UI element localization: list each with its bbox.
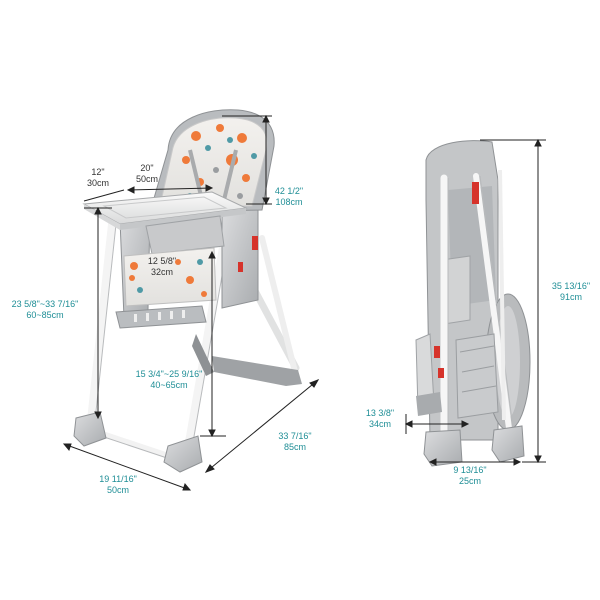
- label-seat-width: 20" 50cm: [125, 163, 169, 185]
- label-seat-width-in: 20": [140, 163, 154, 173]
- label-back-depth-in: 12": [91, 167, 105, 177]
- label-folded-width-cm: 25cm: [458, 476, 481, 486]
- label-width: 19 11/16" 50cm: [88, 474, 148, 496]
- label-depth-in: 33 7/16": [278, 431, 312, 441]
- dim-line-back-depth: [83, 189, 125, 202]
- label-folded-thickness: 13 3/8" 34cm: [356, 408, 404, 430]
- label-back-depth-cm: 30cm: [86, 178, 109, 188]
- label-total-height-in: 42 1/2": [274, 186, 304, 196]
- label-back-depth: 12" 30cm: [76, 167, 120, 189]
- dim-line-width: [63, 443, 191, 491]
- label-folded-height-cm: 91cm: [559, 292, 582, 302]
- label-folded-thickness-cm: 34cm: [368, 419, 391, 429]
- dim-line-seat-width: [127, 187, 213, 191]
- label-seat-panel-cm: 32cm: [150, 267, 173, 277]
- dim-line-depth: [205, 379, 319, 473]
- label-folded-width: 9 13/16" 25cm: [442, 465, 498, 487]
- label-folded-thickness-in: 13 3/8": [365, 408, 395, 418]
- label-seat-height-in: 15 3/4"~25 9/16": [135, 369, 203, 379]
- label-seat-width-cm: 50cm: [135, 174, 158, 184]
- label-folded-height: 35 13/16" 91cm: [544, 281, 598, 303]
- label-depth: 33 7/16" 85cm: [270, 431, 320, 453]
- label-width-in: 19 11/16": [99, 474, 137, 484]
- label-seat-panel: 12 5/8" 32cm: [142, 256, 182, 278]
- label-tray-height: 23 5/8"~33 7/16" 60~85cm: [4, 299, 86, 321]
- label-tray-height-cm: 60~85cm: [26, 310, 64, 320]
- front-view-chair: [73, 109, 302, 473]
- label-depth-cm: 85cm: [283, 442, 306, 452]
- dimension-lines: [62, 114, 546, 491]
- label-seat-height-cm: 40~65cm: [150, 380, 188, 390]
- folded-view-chair: [415, 140, 531, 467]
- label-width-cm: 50cm: [106, 485, 129, 495]
- label-folded-width-in: 9 13/16": [453, 465, 487, 475]
- label-tray-height-in: 23 5/8"~33 7/16": [11, 299, 79, 309]
- label-folded-height-in: 35 13/16": [551, 281, 591, 291]
- label-total-height: 42 1/2" 108cm: [264, 186, 314, 208]
- label-total-height-cm: 108cm: [275, 197, 303, 207]
- label-seat-panel-in: 12 5/8": [147, 256, 177, 266]
- label-seat-height: 15 3/4"~25 9/16" 40~65cm: [128, 369, 210, 391]
